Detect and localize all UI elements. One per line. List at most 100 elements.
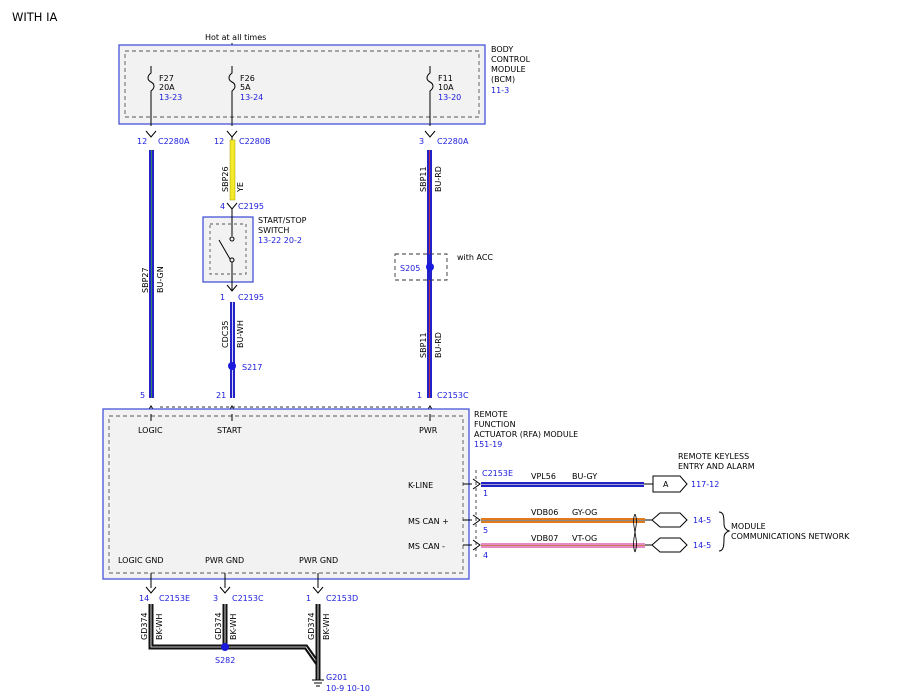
pin-number: 14 (139, 594, 149, 603)
fuse-symbol (426, 66, 434, 126)
bcm-name-line: BODY (491, 45, 513, 54)
can-plus-destination-ref: 14-5 (693, 516, 711, 525)
hot-at-all-times-label: Hot at all times (205, 33, 266, 42)
fuse-name: F11 (438, 74, 453, 83)
connector-arrow (226, 284, 238, 292)
rfa-pin-logic: LOGIC (138, 426, 163, 435)
wire-circuit-label: GD374 (214, 612, 223, 640)
wire-color-label: BK-WH (322, 614, 331, 640)
rfa-pin-ms-can-plus: MS CAN + (408, 517, 449, 526)
kline-destination-name: REMOTE KEYLESS (678, 452, 749, 461)
pin-number: 5 (483, 526, 488, 535)
wire-circuit-label: VDB07 (531, 534, 558, 543)
pin-number: 3 (419, 137, 424, 146)
connector-arrow (312, 586, 324, 594)
bcm-module: BODY CONTROL MODULE (BCM) 11-3 (118, 44, 531, 125)
connector-id: C2153C (232, 594, 264, 603)
fuse-name: F26 (240, 74, 255, 83)
fuse-f26: F26 5A 13-24 (228, 66, 263, 126)
connector-arrow (226, 202, 238, 210)
rfa-pin-pwr-gnd: PWR GND (205, 556, 244, 565)
pin-number: 5 (140, 391, 145, 400)
connector-id: C2153E (159, 594, 190, 603)
twisted-pair-symbol (633, 513, 637, 553)
switch-outline (202, 216, 254, 283)
switch-contact (229, 236, 235, 242)
splice-label: S205 (400, 264, 420, 273)
rfa-outline (102, 408, 470, 580)
wire-color-label: BU-GY (572, 472, 597, 481)
pin-number: 1 (306, 594, 311, 603)
rfa-inner-dashed (108, 415, 464, 574)
rfa-name-line: ACTUATOR (RFA) MODULE (474, 430, 578, 439)
can-minus-destination-arrow (651, 537, 688, 553)
connector-id: C2153E (482, 469, 513, 478)
kline-destination-arrow (652, 475, 688, 493)
connector-arrow (424, 130, 436, 138)
bcm-name-line: MODULE (491, 65, 526, 74)
kline-destination-label: A (663, 480, 669, 489)
fuse-name: F27 (159, 74, 174, 83)
ground-symbol (312, 679, 324, 687)
wire-circuit-label: GD374 (307, 612, 316, 640)
fuse-ref: 13-20 (438, 93, 461, 102)
switch-name-line: SWITCH (258, 226, 289, 235)
fuse-rating: 10A (438, 83, 454, 92)
network-name: COMMUNICATIONS NETWORK (731, 532, 850, 541)
splice-label: S217 (242, 363, 262, 372)
wire-circuit-label: SBP26 (221, 166, 230, 192)
connector-id: C2280A (437, 137, 469, 146)
switch-refs: 13-22 20-2 (258, 236, 302, 245)
connector-id: C2195 (238, 202, 264, 211)
connector-id: C2280B (239, 137, 270, 146)
wire-circuit-label: SBP11 (419, 332, 428, 358)
pin-number: 1 (220, 293, 225, 302)
wire-color-label: VT-OG (572, 534, 597, 543)
wire-circuit-label: SBP27 (141, 267, 150, 293)
s205-option-box (394, 253, 448, 281)
switch-name-line: START/STOP (258, 216, 307, 225)
wire-color-label: BU-WH (236, 320, 245, 348)
rfa-pin-logic-gnd: LOGIC GND (118, 556, 164, 565)
connector-id: C2280A (158, 137, 190, 146)
splice-dot (221, 643, 229, 651)
rfa-pin-pwr: PWR (419, 426, 438, 435)
wire-stripe (150, 604, 319, 680)
rfa-pin-ms-can-minus: MS CAN - (408, 542, 445, 551)
start-stop-switch: 4 C2195 START/STOP SWITCH 13-22 20-2 1 C… (202, 202, 307, 302)
fuse-rating: 20A (159, 83, 175, 92)
wire-color-label: BU-GN (156, 266, 165, 293)
connector-arrow (472, 478, 481, 490)
pin-number: 1 (483, 489, 488, 498)
pin-number: 4 (220, 202, 225, 211)
connector-arrow (145, 130, 157, 138)
connector-id: C2195 (238, 293, 264, 302)
bcm-name-line: (BCM) (491, 75, 515, 84)
can-minus-destination-ref: 14-5 (693, 541, 711, 550)
connector-arrow (145, 586, 157, 594)
connector-arrow (472, 539, 481, 551)
network-brace (718, 511, 731, 552)
wire-color-label: BK-WH (229, 614, 238, 640)
bcm-ref: 11-3 (491, 86, 509, 95)
can-plus-destination-arrow (651, 512, 688, 528)
kline-destination-name: ENTRY AND ALARM (678, 462, 755, 471)
fuse-f11: F11 10A 13-20 (426, 66, 461, 126)
ground-refs: 10-9 10-10 (326, 684, 370, 693)
rfa-module: LOGIC START PWR K-LINE MS CAN + MS CAN -… (102, 408, 578, 580)
wire-circuit-label: VDB06 (531, 508, 558, 517)
pin-number: 1 (417, 391, 422, 400)
fuse-symbol (147, 66, 155, 126)
ground-name: G201 (326, 673, 347, 682)
fuse-symbol (228, 66, 236, 126)
bcm-inner-dashed (124, 50, 480, 118)
connector-id: C2153D (326, 594, 358, 603)
fuse-ref: 13-23 (159, 93, 182, 102)
kline-destination-ref: 117-12 (691, 480, 719, 489)
fuse-ref: 13-24 (240, 93, 263, 102)
wire-circuit-label: VPL56 (531, 472, 556, 481)
rfa-pin-kline: K-LINE (408, 481, 433, 490)
splice-dot (228, 362, 236, 370)
rfa-pin-pwr-gnd: PWR GND (299, 556, 338, 565)
